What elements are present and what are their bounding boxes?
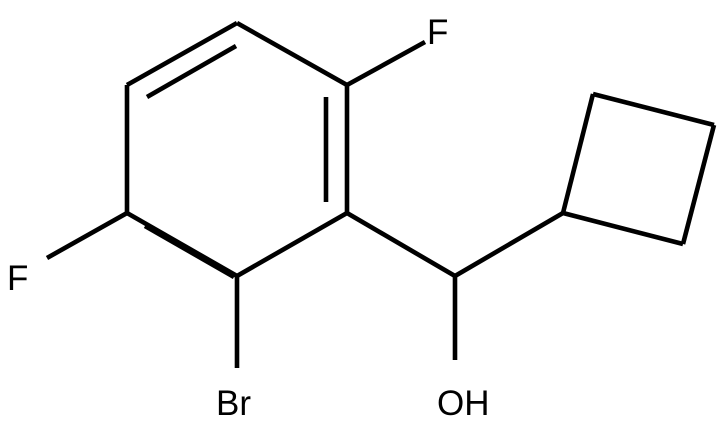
- aromatic-inner-bond: [143, 224, 236, 279]
- bond-c-f-left: [45, 210, 129, 261]
- bond-ring-carbinol: [345, 211, 457, 278]
- bond-c-f-top: [345, 39, 427, 88]
- bond-carbinol-cyclobutyl: [453, 211, 565, 278]
- bond-c1-c2: [235, 20, 349, 88]
- atom-label-fluorine-top: F: [427, 13, 448, 52]
- aromatic-inner-bond: [145, 44, 238, 99]
- bond-cyclobutyl: [560, 93, 596, 214]
- atom-label-hydroxyl: OH: [437, 384, 490, 423]
- bond-c5-c6: [235, 211, 349, 278]
- atom-label-fluorine-left: F: [7, 259, 28, 298]
- bond-cyclobutyl: [562, 210, 684, 247]
- atom-label-bromine: Br: [216, 384, 251, 423]
- bond-c4-c5: [125, 211, 239, 278]
- bond-c2-c3: [125, 20, 239, 88]
- bond-cyclobutyl: [680, 124, 717, 245]
- bond-cyclobutyl: [592, 91, 715, 128]
